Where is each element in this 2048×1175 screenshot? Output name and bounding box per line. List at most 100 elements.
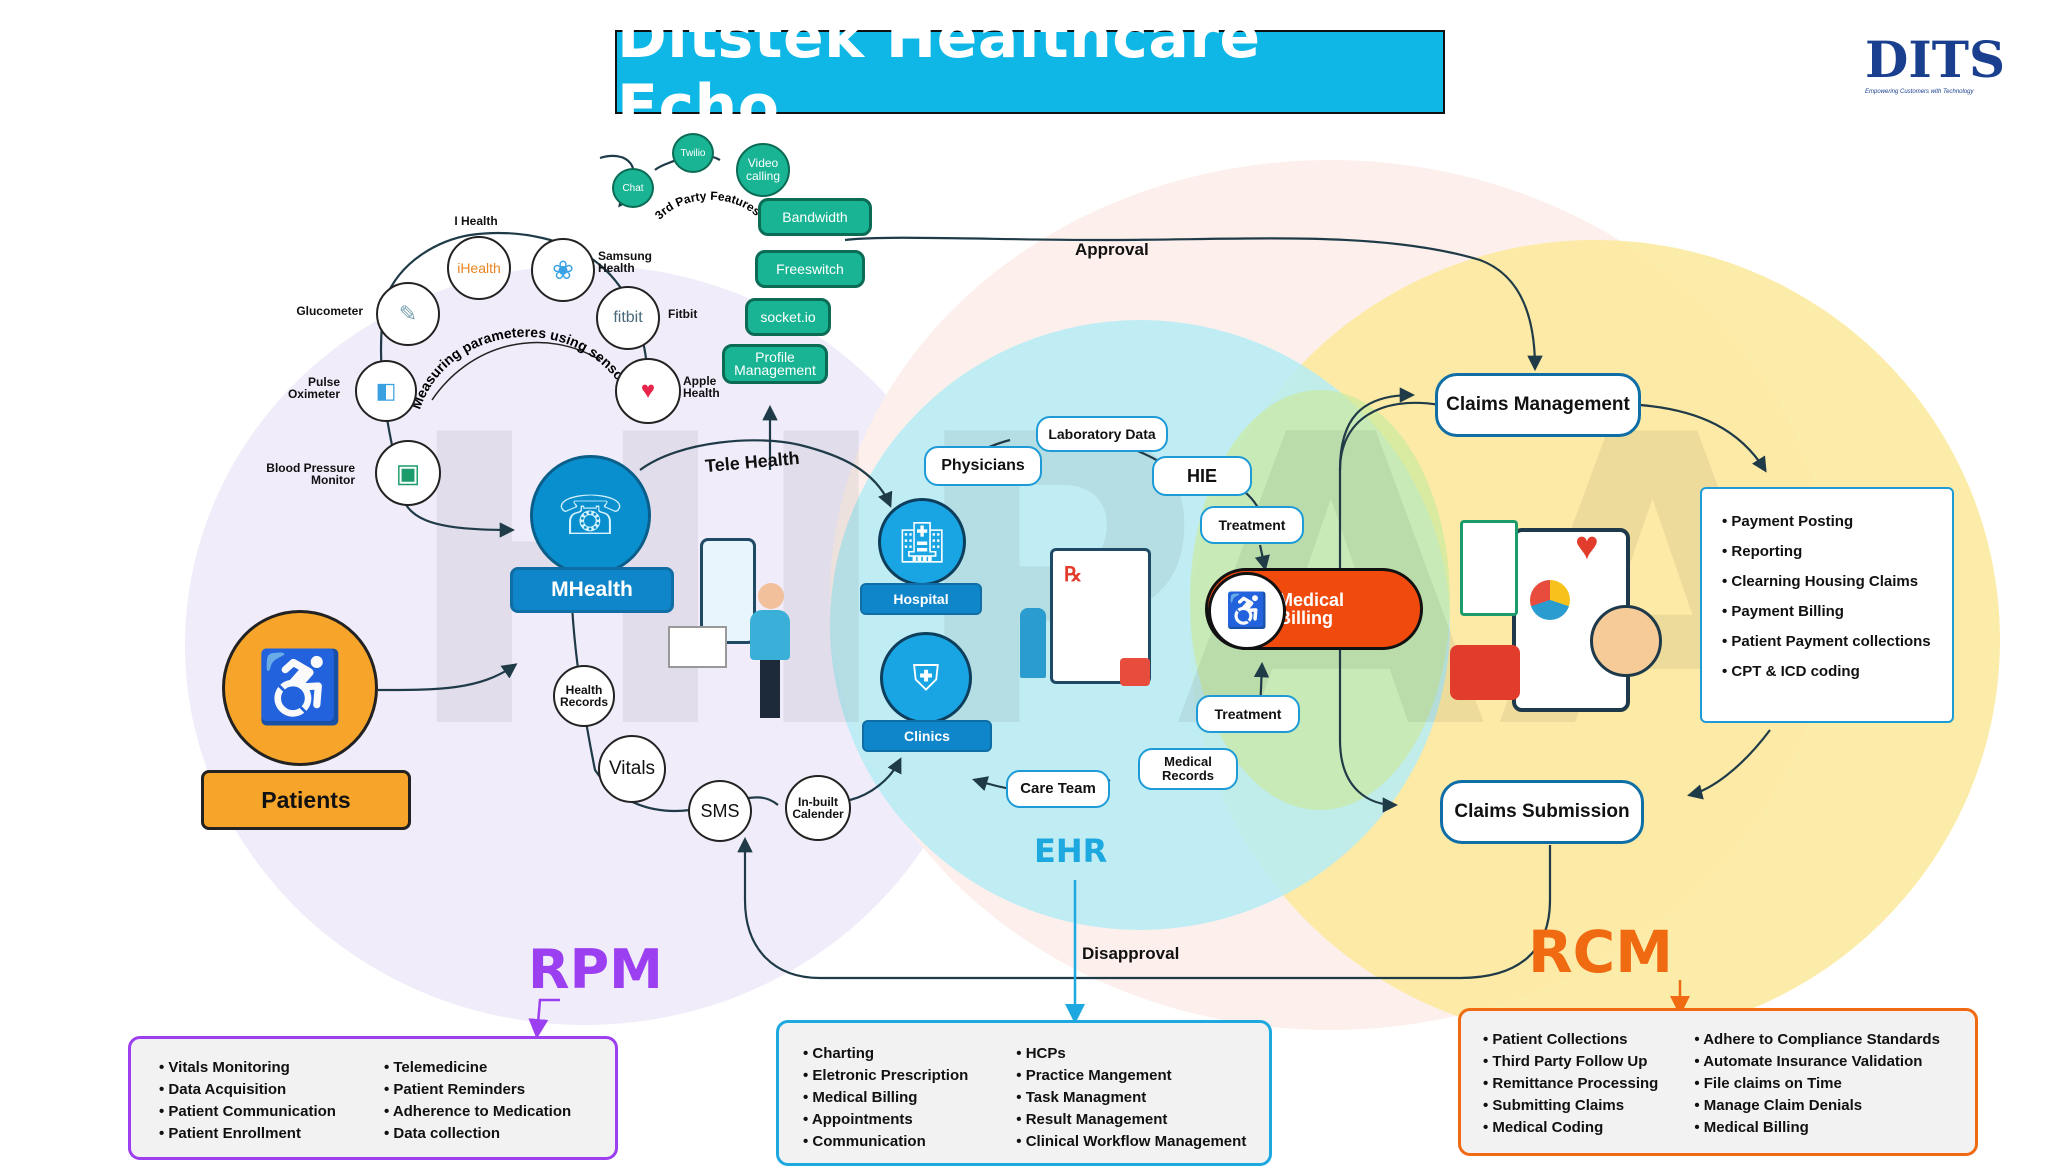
medical-billing-icon: ♿ [1208,572,1286,650]
ehr-feature: Charting [803,1045,968,1062]
ehr-feature: Result Management [1016,1111,1246,1128]
rpm-feature: Data collection [384,1125,571,1142]
chat-circle[interactable]: Chat [612,168,654,208]
ehr-feature: Communication [803,1133,968,1150]
prescription-illustration: ℞ [1020,548,1160,688]
glucometer-icon[interactable]: ✎ [376,282,440,346]
care-team-pill[interactable]: Care Team [1006,770,1110,808]
rcm-list-item: Clearning Housing Claims [1722,573,1952,590]
rcm-illustration: ♥ [1440,520,1680,712]
sensors-arc-text: Measuring parameteres using sensors [400,270,632,411]
page-title-text: Ditstek Healthcare Echo [617,2,1261,142]
rcm-feature: Medical Coding [1483,1119,1658,1136]
patients-icon: ♿ [222,610,378,766]
rcm-list-item: Patient Payment collections [1722,633,1952,650]
rpm-feature: Adherence to Medication [384,1103,571,1120]
rcm-feature: Third Party Follow Up [1483,1053,1658,1070]
ehr-feature: Medical Billing [803,1089,968,1106]
rcm-list-item: CPT & ICD coding [1722,663,1952,680]
dits-logo: DITS Empowering Customers with Technolog… [1865,30,2025,108]
ehr-feature: Appointments [803,1111,968,1128]
third-party-arc-text: 3rd Party Features [652,189,764,222]
claims-submission-pill[interactable]: Claims Submission [1440,780,1644,844]
health-records-node[interactable]: Health Records [553,665,615,727]
rpm-feature: Patient Communication [159,1103,336,1120]
hie-pill[interactable]: HIE [1152,456,1252,496]
socketio-pill[interactable]: socket.io [745,298,831,336]
apple-health-label: Apple Health [683,374,720,400]
medical-records-pill[interactable]: Medical Records [1138,748,1238,790]
hospital-pill[interactable]: Hospital [860,583,982,615]
treatment-top-pill[interactable]: Treatment [1200,506,1304,544]
rpm-feature: Patient Reminders [384,1081,571,1098]
fitbit-icon[interactable]: fitbit [596,286,660,350]
mhealth-label[interactable]: MHealth [510,567,674,613]
telehealth-illustration [660,538,805,723]
ehr-feature: Practice Mangement [1016,1067,1246,1084]
samsung-health-icon[interactable]: ❀ [531,238,595,302]
treatment-bottom-pill[interactable]: Treatment [1196,695,1300,733]
rcm-feature: Patient Collections [1483,1031,1658,1048]
sensors-arc-label: Measuring parameteres using sensors [400,270,632,411]
ehr-features-box: Charting Eletronic Prescription Medical … [776,1020,1272,1166]
ehr-feature: Clinical Workflow Management [1016,1133,1247,1150]
page-title: Ditstek Healthcare Echo [615,2,1445,142]
patients-label[interactable]: Patients [201,770,411,830]
hospital-icon: 🏥︎ [878,498,966,586]
rcm-feature: Remittance Processing [1483,1075,1658,1092]
rpm-features-box: Vitals Monitoring Data Acquisition Patie… [128,1036,618,1160]
rcm-feature: File claims on Time [1694,1075,1940,1092]
vitals-node[interactable]: Vitals [598,735,666,803]
oximeter-label: Pulse Oximeter [287,375,340,401]
in-built-calender-node[interactable]: In-built Calender [785,775,851,841]
clinics-pill[interactable]: Clinics [862,720,992,752]
rcm-list-item: Reporting [1722,543,1952,560]
approval-label: Approval [1075,240,1149,259]
laboratory-data-pill[interactable]: Laboratory Data [1036,416,1168,452]
freeswitch-pill[interactable]: Freeswitch [755,250,865,288]
claims-management-pill[interactable]: Claims Management [1435,373,1641,437]
glucometer-label: Glucometer [296,304,363,318]
physicians-pill[interactable]: Physicians [924,446,1042,486]
third-party-arc-label: 3rd Party Features [652,189,764,222]
video-calling-circle[interactable]: Video calling [736,143,790,197]
rcm-feature: Adhere to Compliance Standards [1694,1031,1940,1048]
apple-health-icon[interactable]: ♥ [615,358,681,424]
fitbit-inner: fitbit [613,309,643,326]
rcm-list-item: Payment Posting [1722,513,1952,530]
bandwidth-pill[interactable]: Bandwidth [758,198,872,236]
rcm-list-item: Payment Billing [1722,603,1952,620]
bp-monitor-label: Blood Pressure Monitor [266,461,355,487]
oximeter-icon[interactable]: ◧ [355,360,417,422]
profile-management-pill[interactable]: Profile Management [722,344,828,384]
sms-node[interactable]: SMS [688,780,752,842]
ihealth-inner: iHealth [457,260,501,276]
ehr-feature: HCPs [1016,1045,1246,1062]
samsung-health-label: Samsung Health [598,249,653,275]
ehr-feature: Task Managment [1016,1089,1246,1106]
rpm-feature: Telemedicine [384,1059,571,1076]
rcm-feature: Automate Insurance Validation [1694,1053,1940,1070]
disapproval-label: Disapproval [1082,944,1180,963]
mhealth-phone-icon: ☏ [530,455,651,576]
ihealth-icon[interactable]: iHealth [447,236,511,300]
logo-tagline: Empowering Customers with Technology [1865,89,1974,95]
rpm-feature: Data Acquisition [159,1081,336,1098]
clinics-icon: ⛨ [880,632,972,724]
svg-text:3rd Party Features: 3rd Party Features [652,189,764,222]
svg-text:Measuring parameteres using se: Measuring parameteres using sensors [400,270,632,411]
rcm-features-box: Patient Collections Third Party Follow U… [1458,1008,1978,1156]
twilio-circle[interactable]: Twilio [672,133,714,173]
rpm-feature: Patient Enrollment [159,1125,336,1142]
rcm-label: RCM [1528,918,1673,986]
rpm-feature: Vitals Monitoring [159,1059,336,1076]
rcm-feature: Medical Billing [1694,1119,1940,1136]
fitbit-label: Fitbit [668,307,698,321]
ihealth-label: I Health [454,214,498,228]
ehr-feature: Eletronic Prescription [803,1067,968,1084]
rpm-label: RPM [528,938,663,1001]
rcm-feature: Manage Claim Denials [1694,1097,1940,1114]
logo-text: DITS [1865,30,2006,89]
medical-billing-label: Medical Billing [1278,590,1345,628]
bp-monitor-icon[interactable]: ▣ [375,440,441,506]
